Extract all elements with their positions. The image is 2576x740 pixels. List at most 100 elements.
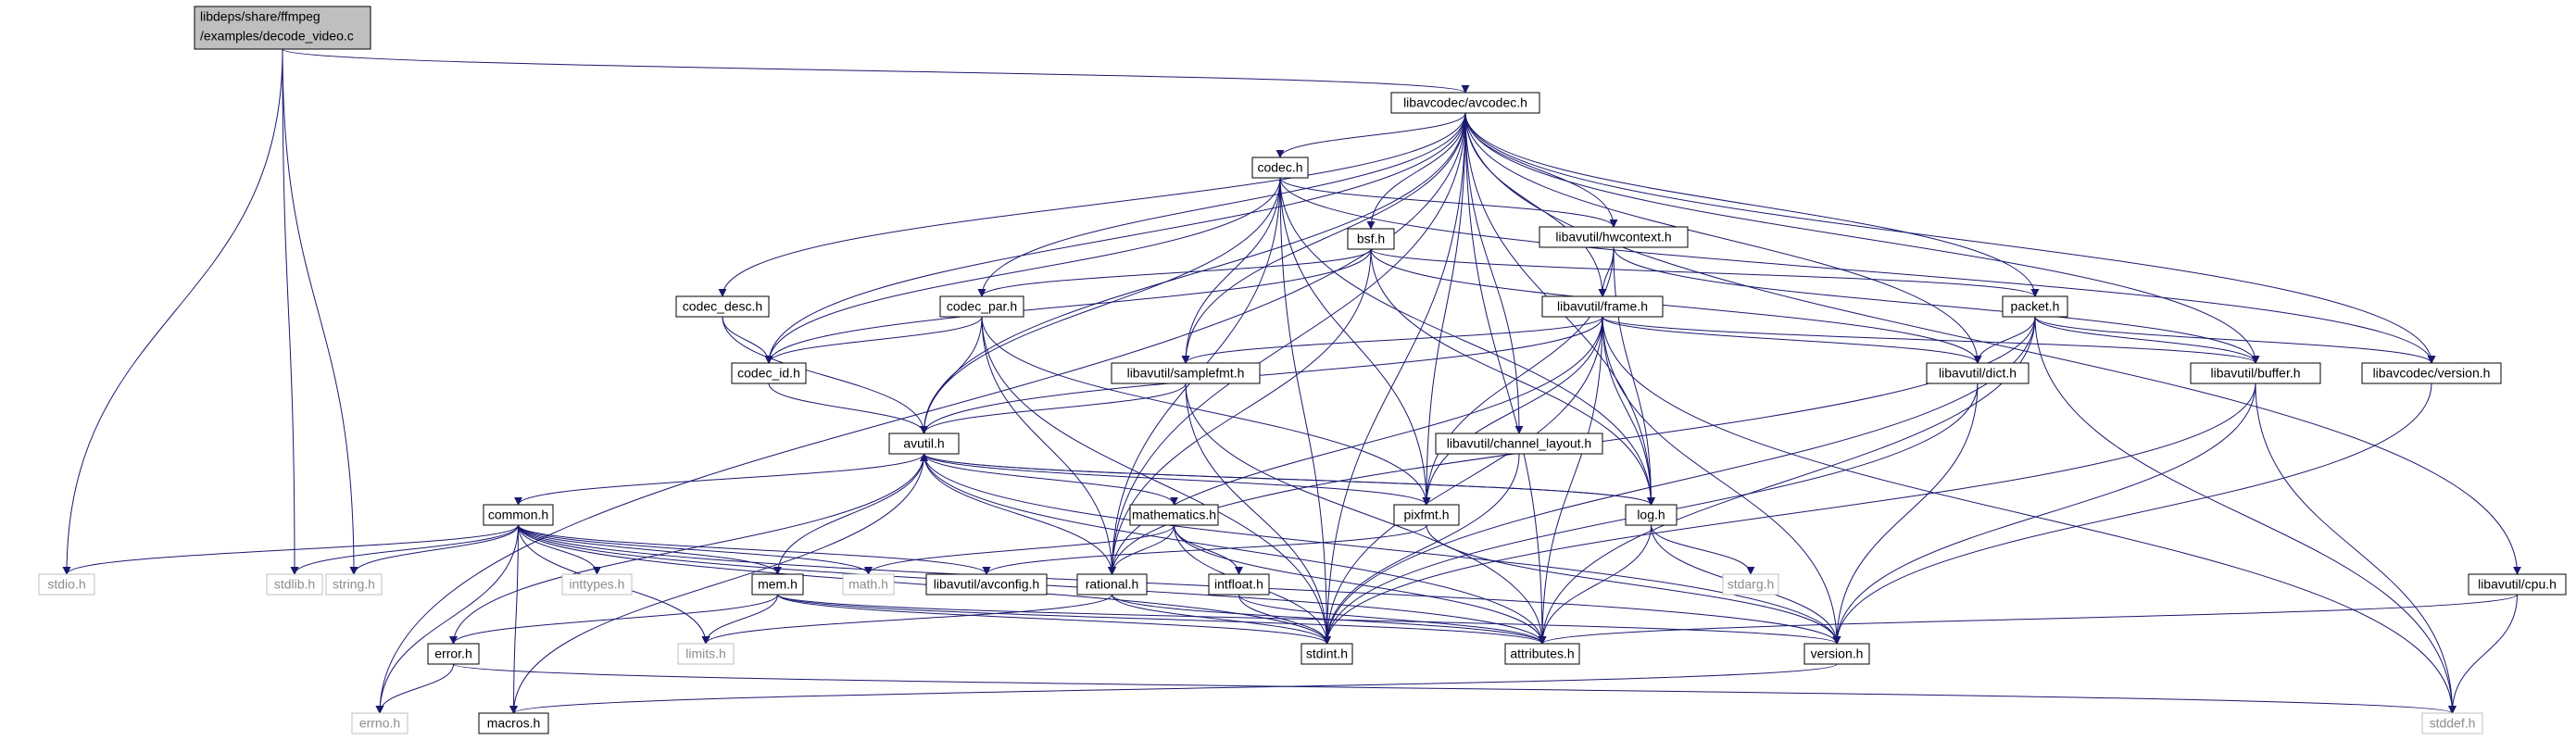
- edge-cpu_h-to-attributes_h: [1538, 594, 2518, 645]
- node-rational_h[interactable]: rational.h: [1076, 573, 1148, 596]
- node-hwcontext_h[interactable]: libavutil/hwcontext.h: [1539, 226, 1689, 248]
- node-box: [1208, 573, 1270, 596]
- node-stddef_h: stddef.h: [2421, 712, 2483, 734]
- node-stdlib_h: stdlib.h: [266, 573, 323, 596]
- node-label: version.h: [1811, 646, 1864, 661]
- edge-error_h-to-stddef_h: [453, 663, 2457, 714]
- edge-packet_h-to-dict_h: [1973, 316, 2036, 364]
- node-cpu_h[interactable]: libavutil/cpu.h: [2468, 573, 2567, 596]
- node-root[interactable]: libdeps/share/ffmpeg/examples/decode_vid…: [194, 6, 371, 50]
- edge-rational_h-to-stdint_h: [1112, 594, 1331, 645]
- node-dict_h[interactable]: libavutil/dict.h: [1926, 362, 2029, 384]
- node-label: stdio.h: [47, 577, 85, 592]
- node-label: codec_par.h: [947, 299, 1017, 314]
- edge-root-to-stdlib_h: [282, 48, 299, 575]
- edge-frame_h-to-avutil_h: [920, 316, 1603, 434]
- node-avc_version_h[interactable]: libavcodec/version.h: [2361, 362, 2502, 384]
- node-avconfig_h[interactable]: libavutil/avconfig.h: [925, 573, 1048, 596]
- node-error_h[interactable]: error.h: [427, 643, 480, 665]
- edge-frame_h-to-pixfmt_h: [1422, 316, 1603, 506]
- node-label: packet.h: [2011, 299, 2060, 314]
- node-label: pixfmt.h: [1403, 508, 1449, 522]
- node-label: stdlib.h: [274, 577, 315, 592]
- node-label: libavutil/channel_layout.h: [1447, 436, 1591, 451]
- edge-packet_h-to-avc_version_h: [2034, 316, 2436, 364]
- edge-codec_h-to-log_h: [1279, 177, 1655, 506]
- edge-frame_h-to-buffer_h: [1602, 316, 2260, 364]
- node-frame_h[interactable]: libavutil/frame.h: [1541, 295, 1664, 318]
- edge-frame_h-to-rational_h: [1108, 316, 1603, 575]
- edge-frame_h-to-stdint_h: [1323, 316, 1603, 645]
- node-box: [351, 712, 408, 734]
- node-samplefmt_h[interactable]: libavutil/samplefmt.h: [1111, 362, 1261, 384]
- edge-avcodec_h-to-avutil_h: [920, 112, 1466, 434]
- edge-mathematics_h-to-math_h: [864, 524, 1175, 575]
- edge-rational_h-to-attributes_h: [1112, 594, 1547, 645]
- edge-log_h-to-stdarg_h: [1651, 524, 1755, 575]
- edge-samplefmt_h-to-attributes_h: [1185, 383, 1547, 645]
- node-mem_h[interactable]: mem.h: [751, 573, 804, 596]
- node-stdarg_h: stdarg.h: [1722, 573, 1779, 596]
- node-log_h[interactable]: log.h: [1625, 504, 1678, 526]
- node-codec_desc_h[interactable]: codec_desc.h: [675, 295, 770, 318]
- node-errno_h: errno.h: [351, 712, 408, 734]
- node-label: math.h: [848, 577, 888, 592]
- node-intfloat_h[interactable]: intfloat.h: [1208, 573, 1270, 596]
- edge-avutil_h-to-pixfmt_h: [924, 453, 1431, 506]
- edge-avcodec_h-to-rational_h: [1108, 112, 1466, 575]
- node-label: inttypes.h: [570, 577, 625, 592]
- node-bsf_h[interactable]: bsf.h: [1347, 228, 1395, 250]
- edge-frame_h-to-attributes_h: [1538, 316, 1603, 645]
- node-pixfmt_h[interactable]: pixfmt.h: [1393, 504, 1460, 526]
- node-label: stdarg.h: [1728, 577, 1775, 592]
- edge-codec_h-to-avutil_h: [920, 177, 1281, 434]
- node-box: [2002, 295, 2068, 318]
- node-box: [2361, 362, 2502, 384]
- edge-avcodec_h-to-errno_h: [375, 112, 1466, 714]
- node-string_h: string.h: [325, 573, 383, 596]
- node-attributes_h[interactable]: attributes.h: [1504, 643, 1580, 665]
- node-avcodec_h[interactable]: libavcodec/avcodec.h: [1390, 92, 1540, 114]
- root-file-label-line: /examples/decode_video.c: [200, 29, 354, 44]
- node-common_h[interactable]: common.h: [483, 504, 554, 526]
- edge-mem_h-to-stdint_h: [777, 594, 1331, 645]
- node-box: [1504, 643, 1580, 665]
- edge-codec_desc_h-to-codec_id_h: [722, 316, 773, 364]
- edge-common_h-to-stdlib_h: [290, 524, 519, 575]
- node-mathematics_h[interactable]: mathematics.h: [1129, 504, 1219, 526]
- node-version_h[interactable]: version.h: [1803, 643, 1870, 665]
- edge-intfloat_h-to-attributes_h: [1238, 594, 1547, 645]
- edge-layer: [62, 48, 2521, 714]
- edge-common_h-to-stdio_h: [62, 524, 519, 575]
- edge-samplefmt_h-to-avutil_h: [920, 383, 1187, 434]
- node-box: [1803, 643, 1870, 665]
- edge-avutil_h-to-common_h: [514, 453, 924, 506]
- node-codec_par_h[interactable]: codec_par.h: [939, 295, 1024, 318]
- node-box: [888, 433, 960, 455]
- node-box: [483, 504, 554, 526]
- node-stdint_h[interactable]: stdint.h: [1301, 643, 1353, 665]
- edge-avcodec_h-to-codec_desc_h: [718, 112, 1466, 297]
- node-label: libavutil/samplefmt.h: [1127, 366, 1245, 381]
- node-box: [675, 295, 770, 318]
- node-packet_h[interactable]: packet.h: [2002, 295, 2068, 318]
- node-codec_h[interactable]: codec.h: [1251, 157, 1309, 179]
- edge-codec_par_h-to-rational_h: [981, 316, 1116, 575]
- node-channel_layout_h[interactable]: libavutil/channel_layout.h: [1435, 433, 1603, 455]
- edge-hwcontext_h-to-pixfmt_h: [1422, 246, 1615, 506]
- node-box: [1625, 504, 1678, 526]
- node-codec_id_h[interactable]: codec_id.h: [731, 362, 807, 384]
- edge-bsf_h-to-dict_h: [1370, 248, 1982, 364]
- node-buffer_h[interactable]: libavutil/buffer.h: [2190, 362, 2321, 384]
- node-limits_h: limits.h: [677, 643, 735, 665]
- node-box: [1435, 433, 1603, 455]
- node-stdio_h: stdio.h: [38, 573, 95, 596]
- node-label: common.h: [488, 508, 548, 522]
- edge-avcodec_h-to-packet_h: [1464, 112, 2040, 297]
- edge-avcodec_h-to-cpu_h: [1464, 112, 2521, 575]
- edge-hwcontext_h-to-frame_h: [1598, 246, 1615, 297]
- node-macros_h[interactable]: macros.h: [478, 712, 549, 734]
- edge-avutil_h-to-attributes_h: [924, 453, 1547, 645]
- node-label: intfloat.h: [1214, 577, 1263, 592]
- node-avutil_h[interactable]: avutil.h: [888, 433, 960, 455]
